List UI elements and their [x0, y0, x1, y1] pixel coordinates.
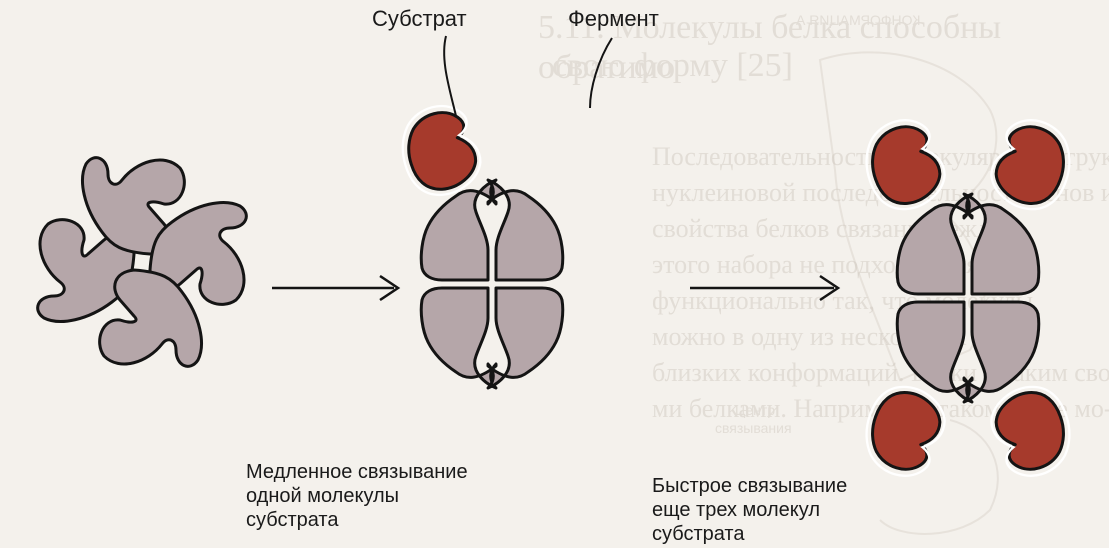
slow-binding-caption: Медленное связывание одной молекулы субс… — [246, 460, 468, 532]
substrate-molecule — [858, 114, 950, 216]
fast-binding-caption: Быстрое связывание еще трех молекул субс… — [652, 474, 847, 546]
caption-line: Быстрое связывание — [652, 474, 847, 498]
substrate-molecule — [858, 380, 950, 482]
free-enzyme — [38, 158, 247, 367]
substrate-label: Субстрат — [372, 6, 467, 32]
substrate-pointer — [444, 36, 456, 116]
enzyme-subunit — [488, 288, 563, 388]
caption-line: еще трех молекул — [652, 498, 847, 522]
enzyme-pointer — [590, 38, 612, 108]
enzyme-one-substrate — [396, 100, 563, 388]
enzyme-label: Фермент — [568, 6, 659, 32]
substrate-molecule — [986, 114, 1078, 216]
caption-line: Медленное связывание — [246, 460, 468, 484]
arrow-slow-binding — [272, 276, 398, 300]
substrate-molecule — [986, 380, 1078, 482]
enzyme-subunit — [488, 180, 563, 280]
arrow-fast-binding — [690, 276, 838, 300]
substrate-molecule — [396, 100, 485, 200]
enzyme-subunit — [100, 270, 202, 366]
caption-line: субстрата — [246, 508, 468, 532]
enzyme-subunit — [421, 288, 496, 388]
caption-line: одной молекулы — [246, 484, 468, 508]
caption-line: субстрата — [652, 522, 847, 546]
